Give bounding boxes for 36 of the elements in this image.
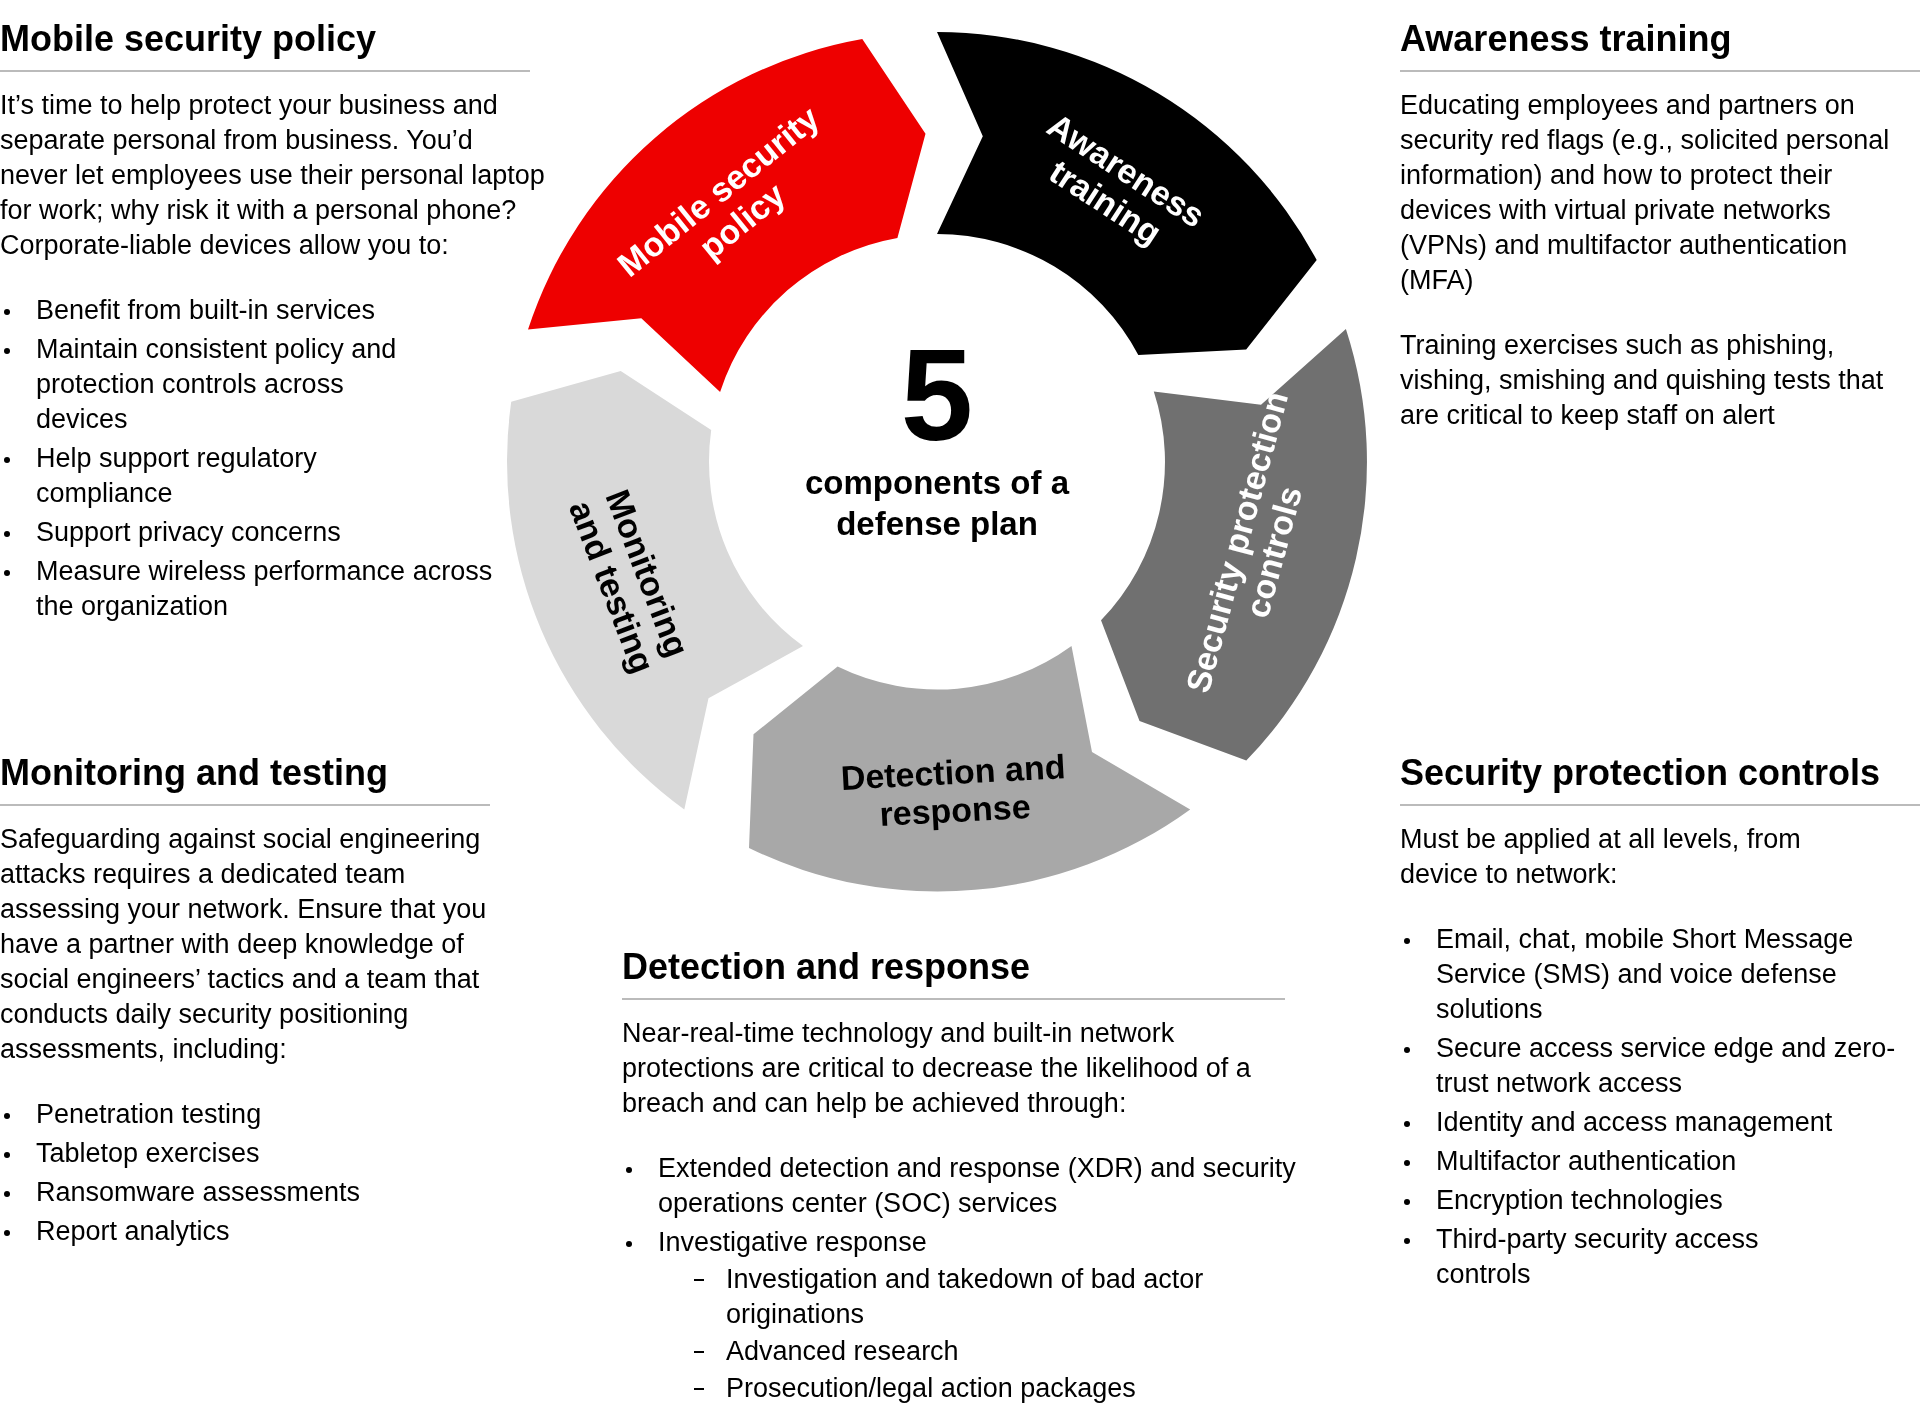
section-heading: Awareness training xyxy=(1400,18,1920,72)
list-item: Extended detection and response (XDR) and security operations center (SOC) services xyxy=(622,1151,1318,1221)
sub-list-item: Prosecution/legal action packages xyxy=(622,1371,1285,1406)
section-heading: Detection and response xyxy=(622,946,1285,1000)
paragraph: Must be applied at all levels, from device to network: xyxy=(1400,823,1802,891)
section-heading: Mobile security policy xyxy=(0,18,530,72)
list-item: Multifactor authentication xyxy=(1400,1144,1920,1179)
sub-list-item: Investigation and takedown of bad actor originations xyxy=(622,1262,1286,1332)
paragraph: Training exercises such as phishing, vishing, smishing and quishing tests that are critical to keep staff on alert xyxy=(1400,329,1885,432)
paragraph: Near-real-time technology and built-in network protections are critical to decrease the likelihood of a breach and can help be achieved through: xyxy=(622,1017,1252,1120)
section-heading: Security protection controls xyxy=(1400,752,1920,806)
list-item: Secure access service edge and zero-trust network access xyxy=(1400,1031,1920,1101)
list-item: Identity and access management xyxy=(1400,1105,1920,1140)
list-item: Email, chat, mobile Short Message Service (SMS) and voice defense solutions xyxy=(1400,922,1876,1027)
list-item: Report analytics xyxy=(0,1214,490,1249)
list-item: Maintain consistent policy and protection controls across devices xyxy=(0,332,416,437)
center-caption: components of a defense plan xyxy=(804,463,1071,544)
segment-label: Detection and response xyxy=(838,745,1068,835)
list-item: Ransomware assessments xyxy=(0,1175,490,1210)
list-item: Investigative response xyxy=(622,1225,1285,1260)
list-item: Tabletop exercises xyxy=(0,1136,490,1171)
paragraph: It’s time to help protect your business and separate personal from business. You’d never let employees use their personal laptop for work; why risk it with a personal phone? Corporate-liable devices allow you to: xyxy=(0,89,545,262)
paragraph: Educating employees and partners on security red flags (e.g., solicited personal information) and how to protect their devices with virtual private networks (VPNs) and multifactor authentication (MFA) xyxy=(1400,89,1890,297)
cycle-arrow-segment xyxy=(1101,329,1367,761)
section-heading: Monitoring and testing xyxy=(0,752,490,806)
list-item: Help support regulatory compliance xyxy=(0,441,416,511)
list-item: Support privacy concerns xyxy=(0,515,416,550)
list-item: Encryption technologies xyxy=(1400,1183,1920,1218)
list-item: Penetration testing xyxy=(0,1097,490,1132)
list-item: Benefit from built-in services xyxy=(0,293,416,328)
list-item: Third-party security access controls xyxy=(1400,1222,1766,1292)
sub-list-item: Advanced research xyxy=(622,1334,1285,1369)
cycle-arrow-segment xyxy=(507,371,803,810)
paragraph: Safeguarding against social engineering attacks requires a dedicated team assessing your network. Ensure that you have a partner with deep knowledge of social engineers’ tactics and a team that conducts daily security positioning assessments, including: xyxy=(0,823,488,1066)
big-number: 5 xyxy=(899,330,975,460)
list-item: Measure wireless performance across the organization xyxy=(0,554,516,624)
